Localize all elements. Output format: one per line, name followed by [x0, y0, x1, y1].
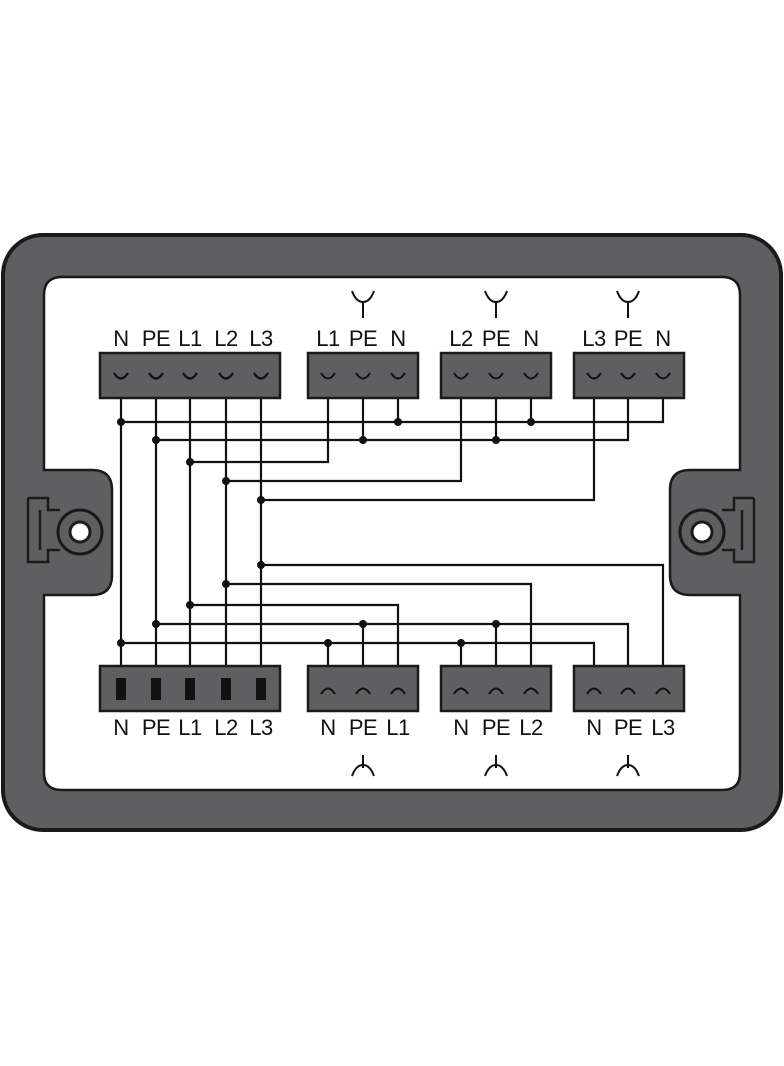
mounting-ear-right: [678, 496, 756, 564]
junction-dot: [222, 580, 230, 588]
housing: [1, 233, 783, 832]
junction-dot: [257, 561, 265, 569]
terminal-label: L3: [582, 326, 606, 351]
wire-top-l2: [226, 385, 463, 483]
wire-bottom-n: [121, 641, 596, 672]
terminal-label: PE: [349, 326, 377, 351]
junction-dot: [527, 418, 535, 426]
contact-socket-icon: [320, 372, 406, 380]
wire-top-l1: [190, 385, 330, 464]
terminal-block-main-out: N PE L1 L2 L3: [98, 664, 282, 740]
terminal-label: L1: [178, 326, 202, 351]
junction-dot: [257, 496, 265, 504]
plug-icon: [616, 755, 640, 777]
mounting-ear-left-icon: [26, 496, 60, 564]
contact-pin-icon: [185, 678, 195, 700]
contact-pin-icon: [221, 678, 231, 700]
contact-pin-icon: [116, 678, 126, 700]
terminal-block-out5: N PE L2: [439, 664, 553, 777]
terminal-label: N: [320, 715, 335, 740]
terminal-label: PE: [482, 715, 510, 740]
contact-socket-icon: [113, 372, 269, 380]
junction-dot: [152, 436, 160, 444]
screw-hole-left-icon: [56, 508, 104, 556]
screw-hole-right-icon: [678, 508, 726, 556]
terminal-label: PE: [614, 326, 642, 351]
socket-icon: [484, 290, 508, 318]
junction-dot: [492, 436, 500, 444]
terminal-label: PE: [142, 326, 170, 351]
terminal-label: L2: [449, 326, 473, 351]
terminal-label: PE: [614, 715, 642, 740]
contact-plug-icon: [320, 687, 406, 695]
wire-bottom-pe: [156, 622, 630, 672]
contact-socket-icon: [586, 372, 671, 380]
terminal-label: N: [113, 715, 128, 740]
terminal-label: N: [453, 715, 468, 740]
terminal-block-body: [572, 351, 686, 400]
terminal-label: N: [523, 326, 538, 351]
junction-dot: [359, 436, 367, 444]
contact-pin-icon: [151, 678, 161, 700]
terminal-block-out2: L2 PE N: [439, 290, 553, 400]
junction-dot: [457, 639, 465, 647]
bottom-terminal-blocks: N PE L1 L2 L3 N PE L1 N PE L2 N: [98, 664, 686, 777]
contact-plug-icon: [453, 687, 539, 695]
junction-dot: [492, 620, 500, 628]
socket-icon: [351, 290, 375, 318]
terminal-label: PE: [482, 326, 510, 351]
terminal-block-out6: N PE L3: [572, 664, 686, 777]
screw-hole-left-inner: [68, 520, 92, 544]
terminal-block-out4: N PE L1: [306, 664, 420, 777]
wire-bottom-l1: [190, 603, 400, 672]
junction-dot: [186, 601, 194, 609]
junction-dot: [222, 477, 230, 485]
wire-top-pe: [156, 385, 630, 442]
housing-inner-panel: [42, 275, 742, 792]
wire-bottom-l3: [261, 563, 665, 672]
terminal-label: L2: [519, 715, 543, 740]
terminal-label: N: [586, 715, 601, 740]
terminal-label: L2: [214, 326, 238, 351]
terminal-label: N: [655, 326, 670, 351]
terminal-label: PE: [349, 715, 377, 740]
junction-dot: [117, 418, 125, 426]
terminal-block-body: [306, 351, 420, 400]
screw-hole-right-inner: [690, 520, 714, 544]
terminal-block-body: [98, 664, 282, 713]
plug-icon: [484, 755, 508, 777]
junction-dot: [394, 418, 402, 426]
wire-top-l3: [261, 385, 596, 502]
plug-icon: [351, 755, 375, 777]
terminal-label: L1: [386, 715, 410, 740]
junction-dot: [152, 620, 160, 628]
socket-icon: [616, 290, 640, 318]
terminal-block-out1: L1 PE N: [306, 290, 420, 400]
contact-plug-icon: [586, 687, 671, 695]
terminal-block-body: [439, 351, 553, 400]
terminal-block-out3: L3 PE N: [572, 290, 686, 400]
terminal-label: N: [390, 326, 405, 351]
junction-dot: [359, 620, 367, 628]
terminal-label: N: [113, 326, 128, 351]
contact-socket-icon: [453, 372, 539, 380]
top-terminal-blocks: N PE L1 L2 L3 L1 PE N L2 PE N L3: [98, 290, 686, 400]
contact-pin-icon: [256, 678, 266, 700]
terminal-label: L3: [651, 715, 675, 740]
terminal-label: L3: [249, 326, 273, 351]
terminal-label: L1: [316, 326, 340, 351]
terminal-label: L1: [178, 715, 202, 740]
terminal-label: L2: [214, 715, 238, 740]
mounting-ear-right-icon: [722, 496, 756, 564]
junction-dot: [117, 639, 125, 647]
terminal-label: PE: [142, 715, 170, 740]
terminal-block-body: [98, 351, 282, 400]
terminal-block-main-in: N PE L1 L2 L3: [98, 326, 282, 400]
mounting-ear-left: [26, 496, 104, 564]
junction-dot: [324, 639, 332, 647]
terminal-label: L3: [249, 715, 273, 740]
junction-dot: [186, 458, 194, 466]
